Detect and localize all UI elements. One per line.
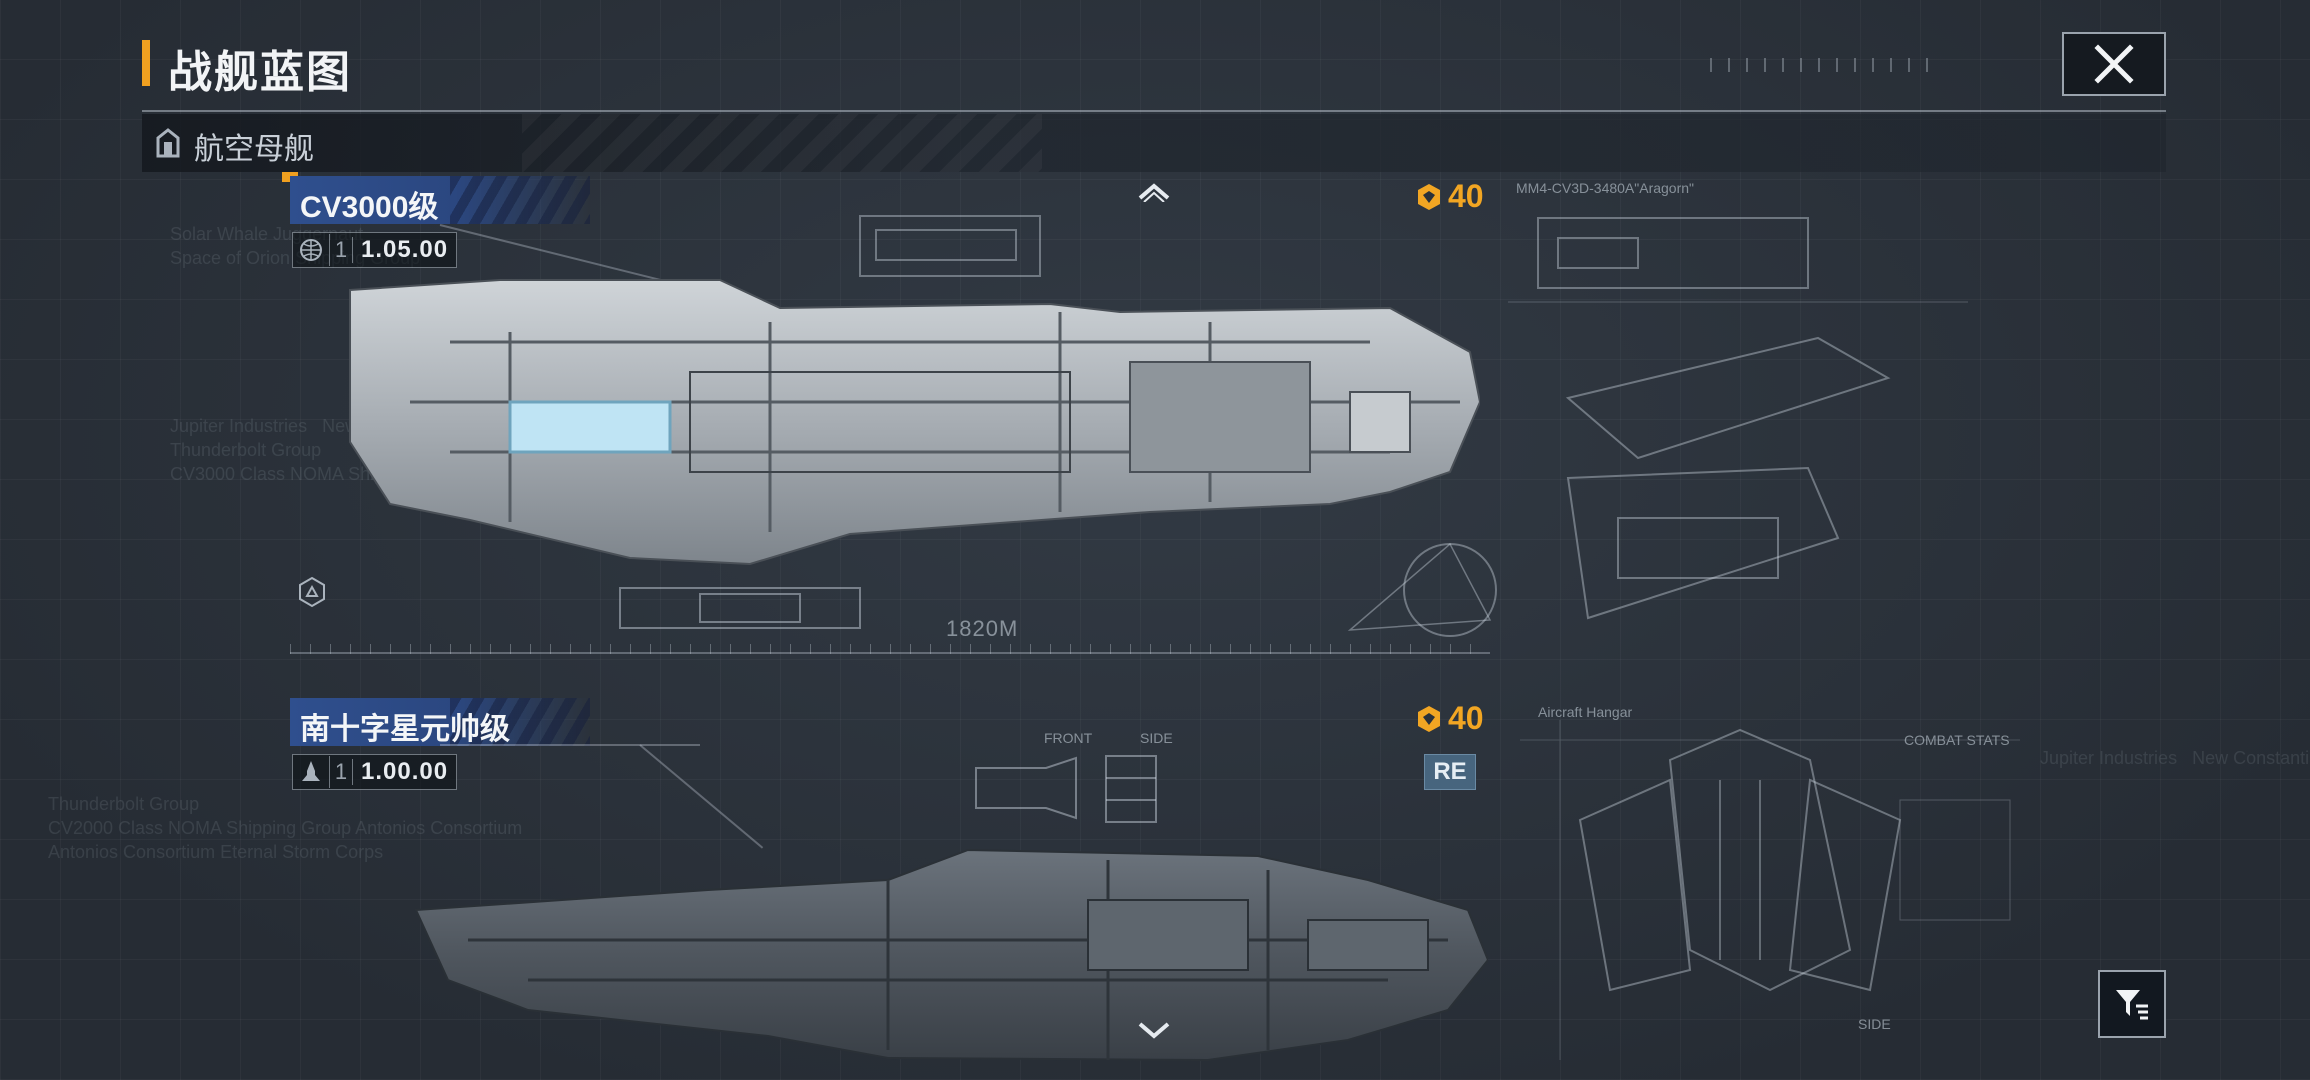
page-title: 战舰蓝图 [168, 48, 352, 97]
ship-cost-value: 40 [1448, 178, 1484, 214]
side-label: SIDE [1858, 1016, 1891, 1032]
ship-name-tag[interactable]: 南十字星元帅级 [290, 698, 590, 746]
schematic-small [859, 215, 1041, 277]
length-ruler [290, 652, 1490, 654]
length-ruler-ticks [290, 644, 1490, 654]
header-decoration [1710, 58, 1930, 72]
scroll-down-arrow[interactable] [1134, 1020, 1174, 1044]
blueprint-label: MM4-CV3D-3480A"Aragorn" [1516, 180, 1695, 196]
schematic-small [619, 587, 861, 629]
front-label: FRONT [1044, 730, 1093, 746]
ship-length-label: 1820M [946, 616, 1019, 641]
category-bar[interactable]: 航空母舰 [142, 114, 2166, 172]
ship-level: 1.05.00 [361, 236, 449, 263]
ship-tier: 1 [330, 237, 353, 263]
ship-model-cv3000[interactable] [330, 272, 1480, 572]
hexagon-icon[interactable] [296, 576, 328, 608]
close-icon [2094, 44, 2134, 84]
globe-icon [293, 234, 330, 266]
filter-button[interactable] [2098, 970, 2166, 1038]
close-button[interactable] [2062, 32, 2166, 96]
ship-cost-value: 40 [1448, 700, 1484, 736]
blueprint-drawing [1520, 720, 2020, 1060]
cost-emblem-icon [1418, 705, 1440, 732]
geometry-diagram [1347, 542, 1497, 637]
ship-level-box: 1 1.00.00 [292, 754, 458, 790]
ship-level-box: 1 1.05.00 [292, 232, 458, 268]
ship-name-tag[interactable]: CV3000级 [290, 176, 590, 224]
scroll-up-arrow[interactable] [1134, 178, 1174, 202]
rocket-icon [293, 756, 330, 788]
header-divider [142, 110, 2166, 112]
cost-emblem-icon [1418, 183, 1440, 210]
ship-level: 1.00.00 [361, 758, 449, 785]
ship-cost: 40 [1414, 178, 1484, 215]
title-accent-bar [142, 40, 150, 86]
bg-lore-text: Jupiter Industries New Constantine [2040, 748, 2310, 768]
carrier-icon [156, 128, 180, 158]
ship-tier: 1 [330, 759, 353, 785]
ship-name: CV3000级 [300, 191, 439, 224]
pointer-line [440, 744, 700, 746]
bg-lore-text: Thunderbolt Group CV2000 Class NOMA Ship… [48, 794, 523, 862]
side-label: SIDE [1140, 730, 1173, 746]
re-badge: RE [1424, 754, 1476, 790]
ship-model-southern-cross[interactable] [408, 840, 1488, 1066]
filter-icon [2116, 990, 2148, 1020]
combat-stats-label: COMBAT STATS [1904, 732, 2010, 748]
blueprint-drawing [1508, 217, 1968, 620]
ship-cost: 40 [1414, 700, 1484, 737]
ship-name: 南十字星元帅级 [300, 713, 510, 746]
schematic-small [975, 755, 1157, 823]
blueprint-label: Aircraft Hangar [1538, 704, 1633, 720]
category-label: 航空母舰 [194, 133, 314, 166]
